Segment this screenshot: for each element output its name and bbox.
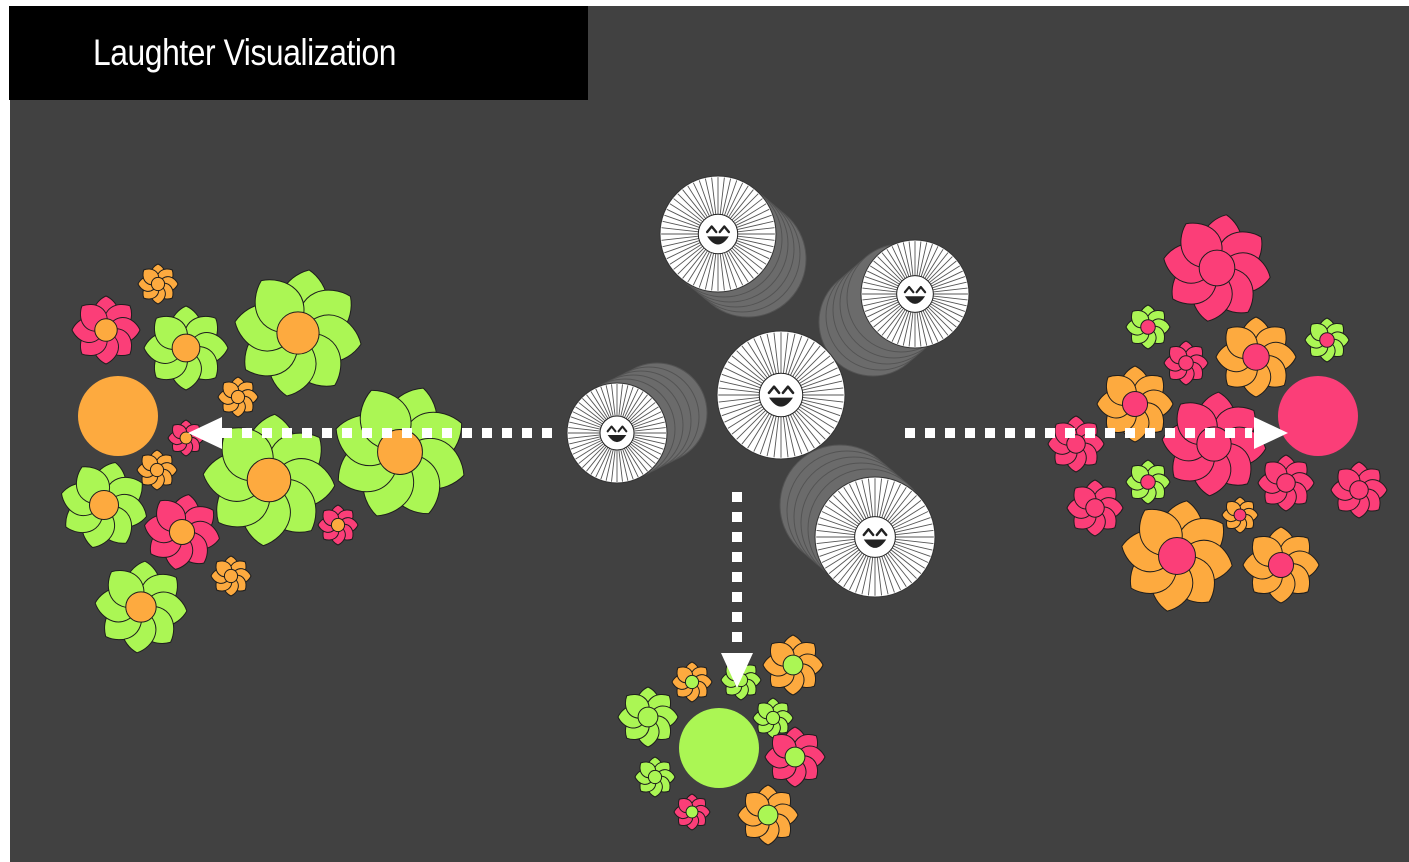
flower-icon bbox=[1125, 459, 1171, 505]
visualization-canvas bbox=[10, 6, 1409, 862]
flower-icon bbox=[94, 560, 188, 654]
direction-arrows bbox=[188, 417, 1288, 688]
flower-icon bbox=[673, 793, 711, 831]
flower-icon bbox=[202, 413, 336, 547]
flower-icon bbox=[1215, 316, 1297, 398]
flower-icon bbox=[1125, 304, 1171, 350]
arrow-left-icon bbox=[188, 417, 222, 449]
flower-icon bbox=[137, 263, 179, 305]
flower-icon bbox=[143, 305, 229, 391]
flower-icon bbox=[210, 555, 252, 597]
pink-cluster bbox=[1047, 214, 1388, 612]
green-cluster bbox=[617, 634, 826, 846]
laughing-face-icon bbox=[716, 330, 846, 460]
flower-icon bbox=[1047, 415, 1105, 473]
flower-icon bbox=[234, 269, 362, 397]
laughing-daisies bbox=[566, 175, 970, 598]
flower-icon bbox=[71, 295, 141, 365]
flower-icon bbox=[1221, 496, 1259, 534]
flower-icon bbox=[167, 419, 205, 457]
flower-icon bbox=[1161, 391, 1267, 497]
flower-icon bbox=[737, 784, 799, 846]
flower-icon bbox=[764, 726, 826, 788]
arrow-down-icon bbox=[721, 653, 753, 688]
flower-icon bbox=[136, 449, 178, 491]
pink-target-circle bbox=[1278, 376, 1358, 456]
flower-icon bbox=[1096, 365, 1174, 443]
flower-icon bbox=[1257, 454, 1315, 512]
flower-icon bbox=[671, 661, 713, 703]
flower-icon bbox=[752, 697, 794, 739]
flower-icon bbox=[60, 461, 148, 549]
flower-icon bbox=[1242, 526, 1320, 604]
flower-icon bbox=[217, 376, 259, 418]
laughing-face-icon bbox=[659, 175, 777, 293]
orange-cluster bbox=[60, 263, 465, 654]
flower-icon bbox=[335, 387, 465, 517]
flower-icon bbox=[1163, 214, 1271, 322]
page-title: Laughter Visualization bbox=[93, 32, 397, 73]
flower-scene bbox=[60, 175, 1388, 846]
flower-icon bbox=[1330, 461, 1388, 519]
flower-icon bbox=[617, 686, 679, 748]
flower-icon bbox=[1304, 317, 1350, 363]
laughing-face-icon bbox=[860, 239, 970, 349]
flower-icon bbox=[144, 494, 220, 570]
flower-icon bbox=[762, 634, 824, 696]
flower-icon bbox=[1066, 479, 1124, 537]
title-bar: Laughter Visualization bbox=[9, 6, 588, 100]
flower-icon bbox=[1121, 500, 1233, 612]
flower-icon bbox=[634, 756, 676, 798]
laughing-face-icon bbox=[566, 382, 668, 484]
orange-target-circle bbox=[78, 376, 158, 456]
green-target-circle bbox=[679, 708, 759, 788]
arrow-right-icon bbox=[1254, 417, 1288, 449]
flower-icon bbox=[1163, 340, 1209, 386]
laughing-face-icon bbox=[814, 476, 936, 598]
flower-icon bbox=[317, 504, 359, 546]
